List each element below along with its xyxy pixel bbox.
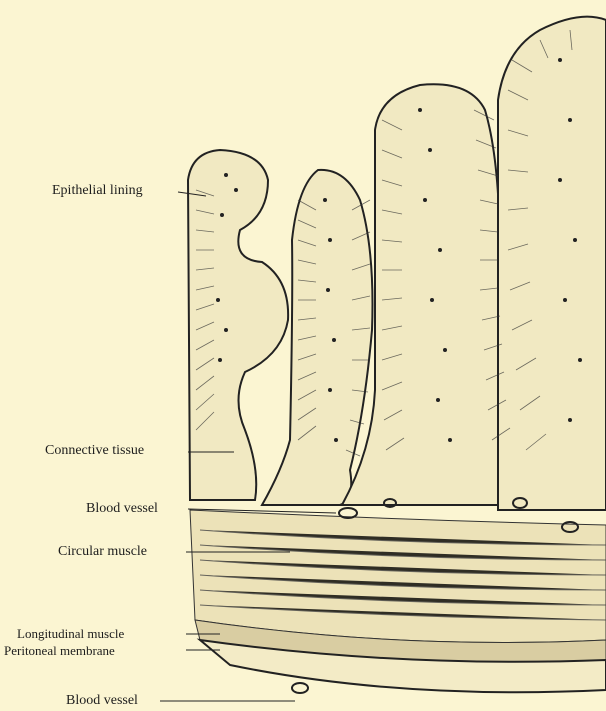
muscle-layers <box>190 510 606 692</box>
blood-vessel-upper-label: Blood vessel <box>86 502 158 516</box>
villus-1 <box>188 150 288 500</box>
peritoneal-membrane-label: Peritoneal membrane <box>4 644 115 657</box>
connective-tissue-label: Connective tissue <box>45 444 144 458</box>
epithelial-lining-label: Epithelial lining <box>52 184 143 198</box>
circular-muscle-layer <box>190 510 606 643</box>
longitudinal-muscle-label: Longitudinal muscle <box>17 627 124 640</box>
villus-4 <box>498 17 606 510</box>
blood-vessel-lower-label: Blood vessel <box>66 694 138 708</box>
circular-muscle-label: Circular muscle <box>58 545 147 559</box>
